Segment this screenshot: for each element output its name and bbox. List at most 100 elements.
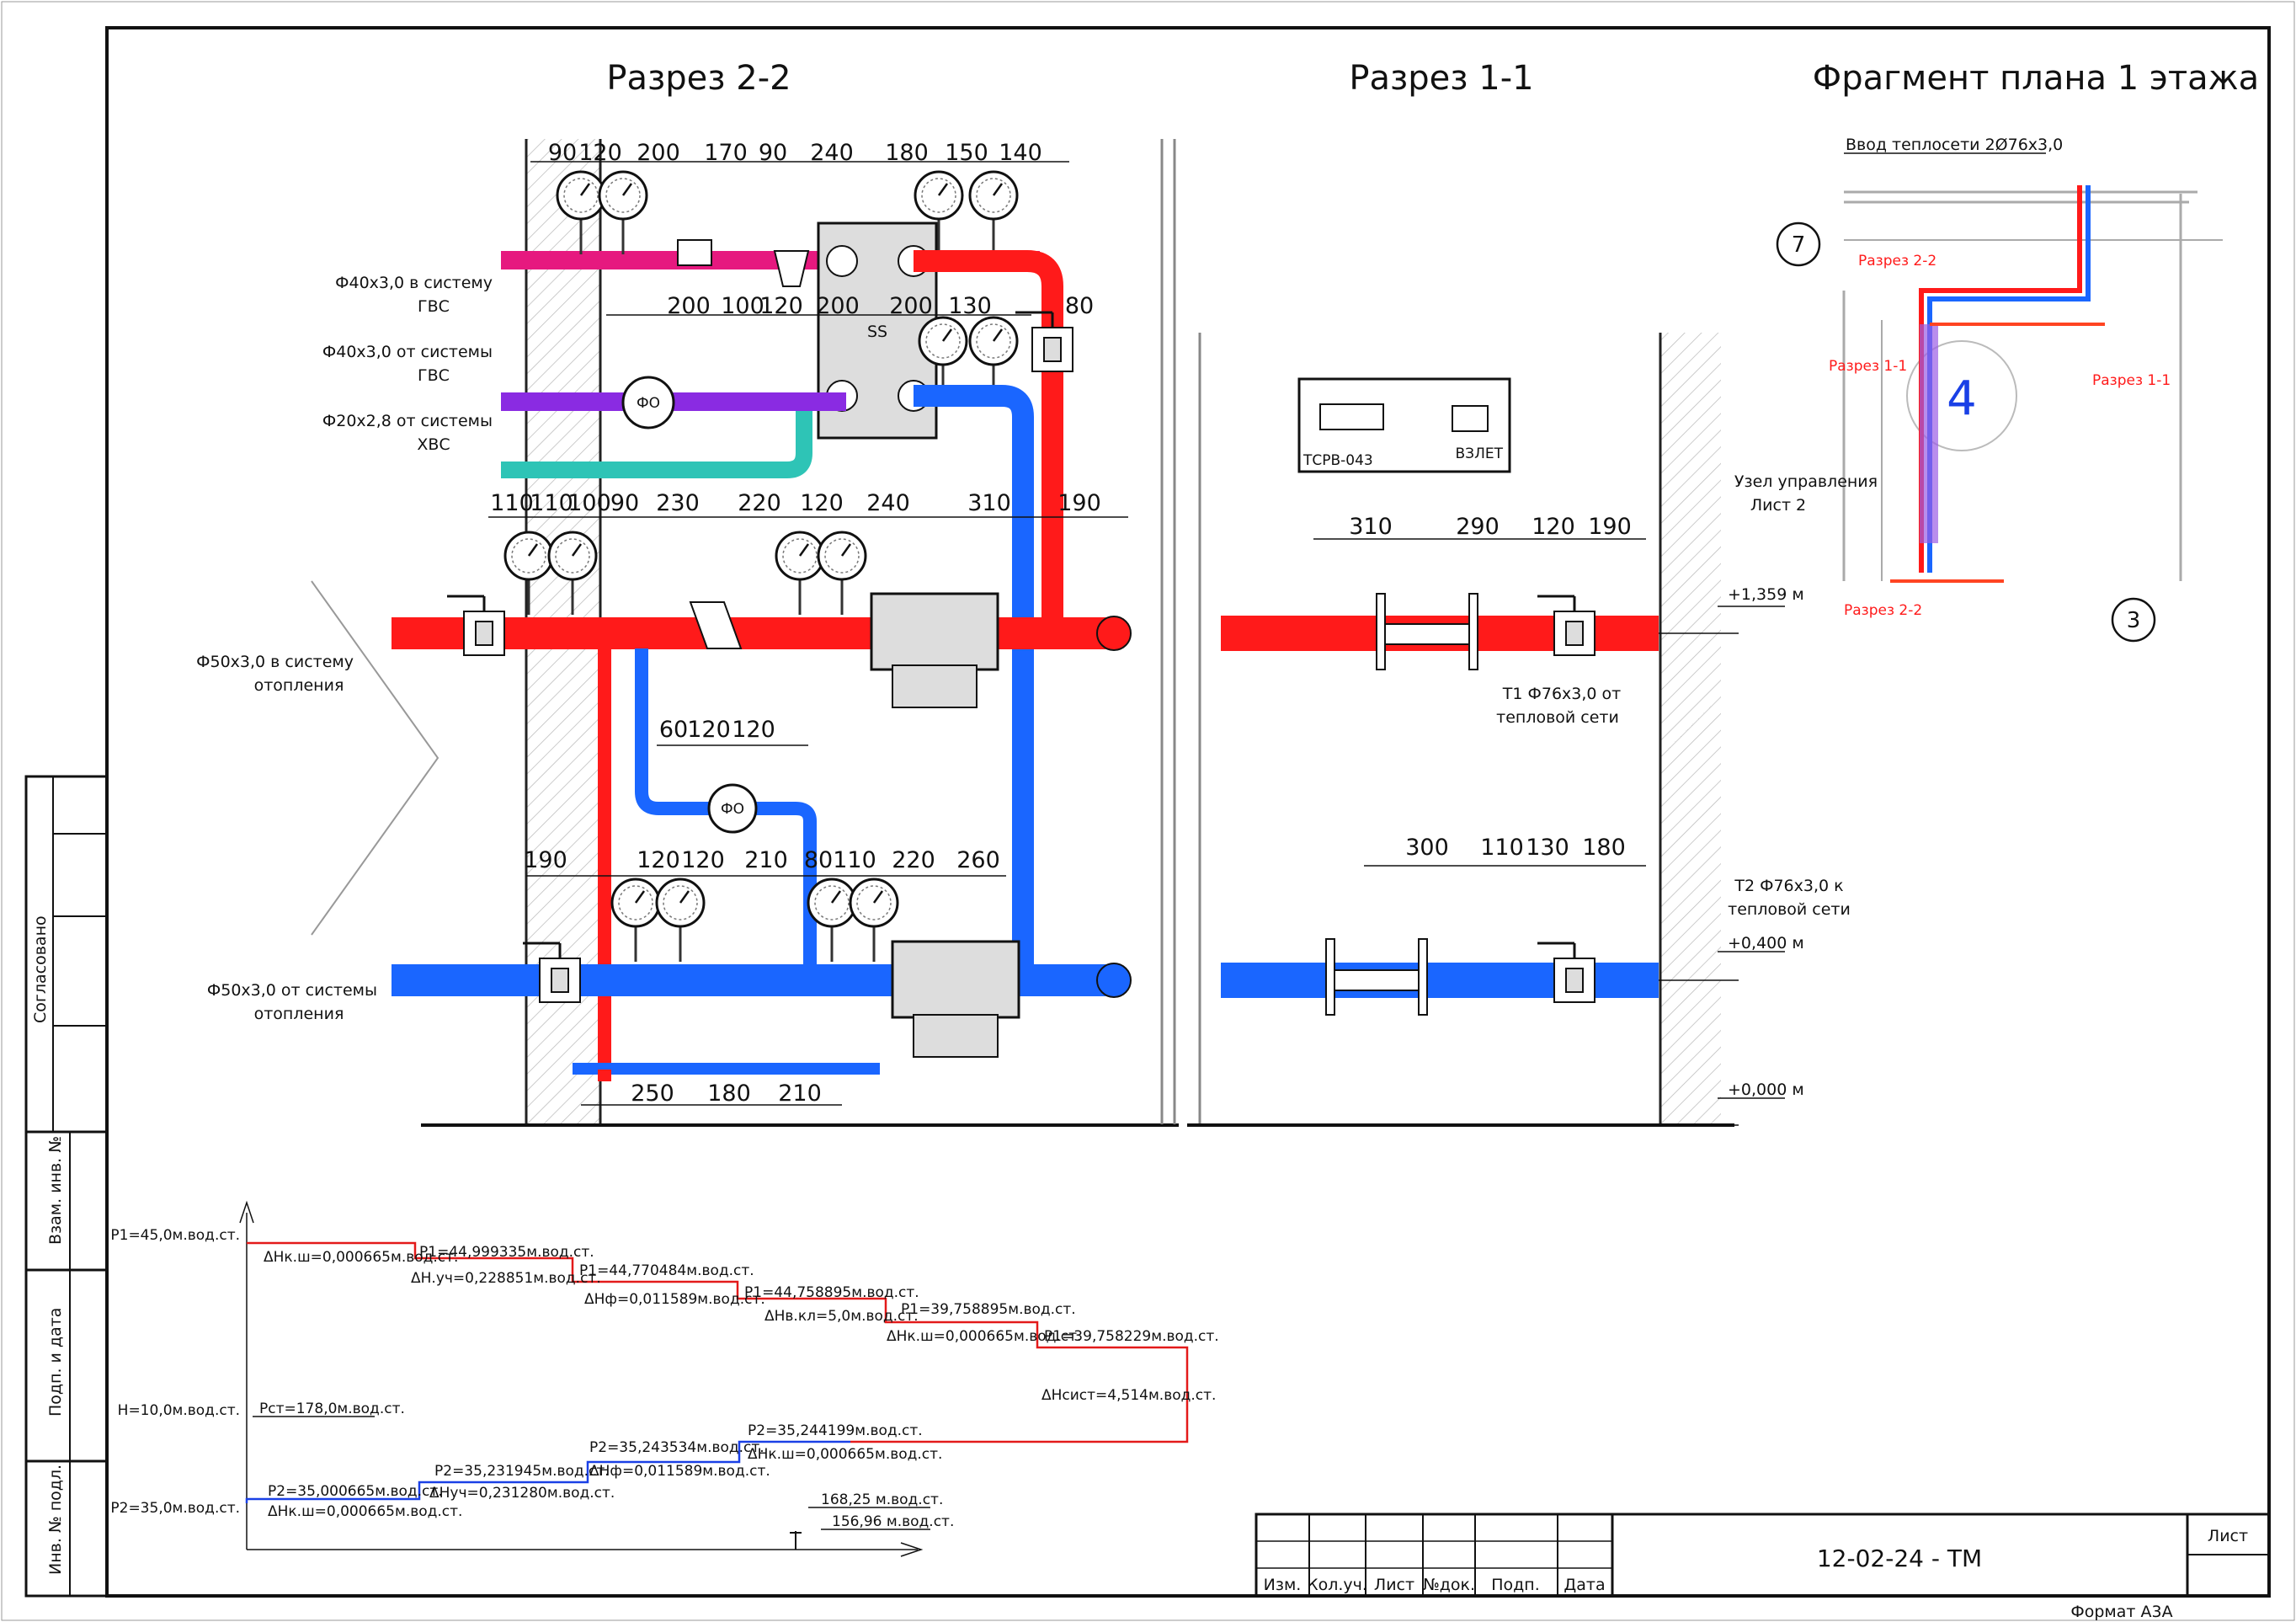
plan-inlet: Ввод теплосети 2Ø76х3,0 (1846, 136, 2063, 154)
stamp-inv-orig: Инв. № подл. (46, 1465, 65, 1575)
plan-fragment: 4 7 3 Ввод теплосети 2Ø76х3,0 Разрез 2-2… (1734, 136, 2223, 643)
dim: 190 (1588, 514, 1632, 540)
dim: 140 (999, 140, 1042, 166)
pressure-value: Р2=35,243534м.вод.ст. (589, 1439, 764, 1456)
dim: 180 (1582, 835, 1626, 861)
pressure-value: Р2=35,244199м.вод.ст. (748, 1422, 923, 1439)
dim: 120 (637, 847, 680, 873)
dim-190: 190 (524, 847, 567, 873)
dim: 120 (800, 490, 844, 516)
pressure-loss: ΔНк.ш=0,000665м.вод.ст. (748, 1446, 942, 1463)
dim: 300 (1405, 835, 1449, 861)
dim: 190 (1057, 490, 1101, 516)
pressure-value: Р1=44,770484м.вод.ст. (579, 1262, 754, 1279)
elevation-2: +0,400 м (1728, 934, 1804, 952)
stamp-sign-date: Подп. и дата (46, 1308, 65, 1417)
dims-row-2: 200 100 120 200 200 130 (667, 293, 992, 319)
section-2-2: 90 120 200 170 90 240 180 150 140 SS (196, 139, 1179, 1127)
dim: 220 (738, 490, 781, 516)
dim: 240 (866, 490, 910, 516)
elevation-1: +1,359 м (1728, 585, 1804, 604)
svg-text:SS: SS (867, 323, 887, 341)
dims-row-1: 90 120 200 170 90 240 180 150 140 (548, 140, 1042, 166)
p1-label: Р1=45,0м.вод.ст. (110, 1227, 240, 1244)
plan-cut-1-1-left: Разрез 1-1 (1829, 358, 1907, 375)
dim: 110 (530, 490, 573, 516)
dim: 100 (567, 490, 611, 516)
stamp-agreed: Согласовано (31, 915, 50, 1023)
dim: 310 (967, 490, 1011, 516)
pump-heating (707, 783, 758, 834)
dim: 110 (490, 490, 534, 516)
dim: 230 (656, 490, 700, 516)
pst-label: Рст=178,0м.вод.ст. (259, 1401, 405, 1417)
axis-3 (2111, 597, 2156, 643)
dim: 120 (1532, 514, 1575, 540)
dim: 180 (885, 140, 929, 166)
pressure-loss: ΔНуч=0,231280м.вод.ст. (429, 1485, 615, 1502)
dim: 260 (956, 847, 1000, 873)
pressure-loss: ΔНк.ш=0,000665м.вод.ст. (887, 1328, 1081, 1345)
plan-cut-1-1-right: Разрез 1-1 (2092, 372, 2171, 389)
t1-label-1: Т1 Ф76х3,0 от (1502, 685, 1621, 703)
drawing-code: 12-02-24 - ТМ (1817, 1545, 1982, 1572)
p2-label: Р2=35,0м.вод.ст. (110, 1500, 240, 1517)
dim: 120 (759, 293, 803, 319)
dim: 130 (948, 293, 992, 319)
sheet-label: Лист (2208, 1527, 2248, 1545)
section-1-1: ТСРВ-043 ВЗЛЕТ 310 290 120 190 Т1 Ф76х3,… (1187, 333, 1851, 1127)
dim: 240 (810, 140, 854, 166)
dim: 100 (721, 293, 764, 319)
supply-steps: Р1=44,999335м.вод.ст. ΔНк.ш=0,000665м.во… (264, 1244, 1219, 1345)
dim: 170 (704, 140, 748, 166)
tb-col: Лист (1374, 1576, 1414, 1594)
pressure-loss: ΔНк.ш=0,000665м.вод.ст. (264, 1249, 458, 1266)
title-plan: Фрагмент плана 1 этажа (1813, 59, 2259, 98)
dim: 180 (707, 1080, 751, 1107)
dim: 310 (1349, 514, 1393, 540)
label-gvs-from-1: Ф40х3,0 от системы (322, 343, 493, 361)
pressure-value: Р2=35,231945м.вод.ст. (434, 1463, 610, 1480)
t1-label-2: тепловой сети (1496, 708, 1619, 727)
title-block: Изм. Кол.уч. Лист №док. Подп. Дата 12-02… (1255, 1513, 2271, 1621)
dim: 200 (889, 293, 933, 319)
supply-pressure-line (247, 1241, 1189, 1443)
return-riser (914, 385, 1034, 977)
label-gvs-to-1: Ф40х3,0 в систему (335, 274, 493, 292)
supply-riser (914, 250, 1063, 640)
dim: 90 (759, 140, 787, 166)
tb-col: Подп. (1491, 1576, 1540, 1594)
dim: 110 (833, 847, 876, 873)
water-meter (677, 239, 712, 266)
room-number: 4 (1947, 371, 1977, 426)
pressure-value: Р2=35,000665м.вод.ст. (268, 1483, 443, 1500)
side-stamp: Согласовано Взам. инв. № Подп. и дата Ин… (24, 775, 109, 1598)
return-pressure-line (245, 1440, 850, 1503)
axis-7 (1776, 221, 1821, 267)
dim: 120 (687, 717, 731, 743)
h-label: Н=10,0м.вод.ст. (118, 1402, 240, 1419)
dim: 200 (667, 293, 711, 319)
dh-system: ΔНсист=4,514м.вод.ст. (1041, 1387, 1216, 1404)
pressure-loss: ΔНк.ш=0,000665м.вод.ст. (268, 1503, 462, 1520)
dims-row-4: 120 120 210 80 110 220 260 (637, 847, 1000, 873)
dim: 220 (892, 847, 935, 873)
format-label: Формат А3А (2070, 1603, 2172, 1621)
tb-col: Дата (1564, 1576, 1605, 1594)
plan-cut-2-2-bottom: Разрез 2-2 (1844, 602, 1922, 619)
label-heat-from-1: Ф50х3,0 от системы (207, 981, 377, 1000)
plan-cut-2-2-top: Разрез 2-2 (1858, 253, 1936, 269)
pressure-loss: ΔНв.кл=5,0м.вод.ст. (764, 1308, 919, 1325)
level-bottom: 156,96 м.вод.ст. (832, 1513, 954, 1530)
dim: 200 (637, 140, 680, 166)
device-label: ТСРВ-043 (1302, 452, 1373, 469)
t2-label-1: Т2 Ф76х3,0 к (1734, 877, 1843, 895)
svg-text:ФО: ФО (721, 801, 744, 818)
plan-node-1: Узел управления (1734, 472, 1878, 491)
hvs-pipe (501, 462, 787, 478)
pressure-value: Р1=39,758895м.вод.ст. (901, 1301, 1076, 1318)
dim: 290 (1456, 514, 1500, 540)
